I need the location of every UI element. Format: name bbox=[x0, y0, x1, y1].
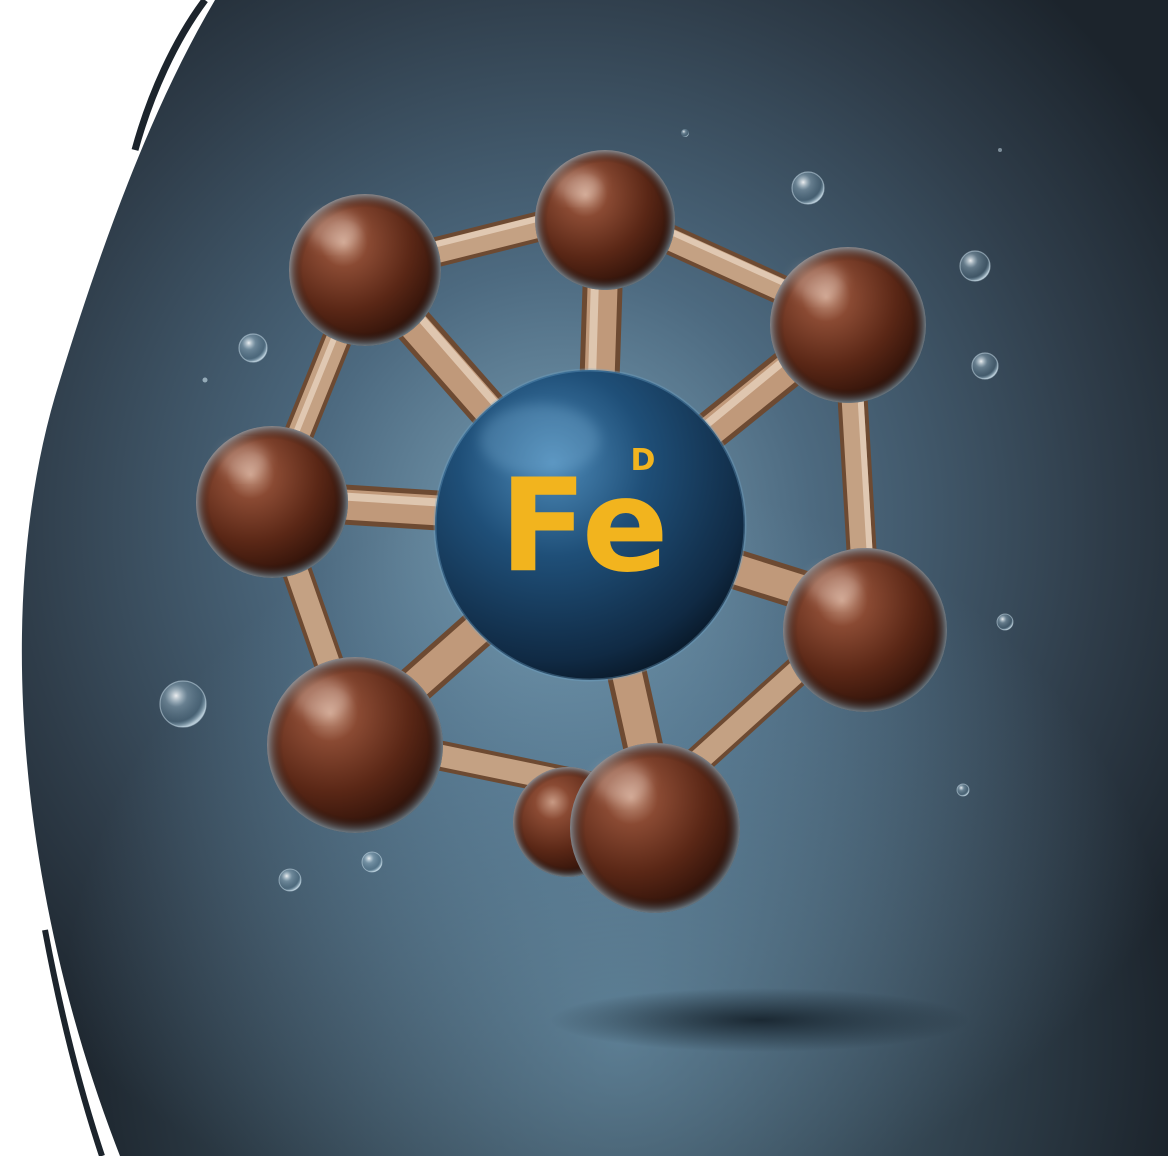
front-atoms bbox=[267, 657, 740, 913]
outer-atoms bbox=[196, 150, 947, 712]
element-symbol: Fe bbox=[499, 452, 668, 601]
center-atom: Fe D bbox=[433, 368, 747, 682]
bubble-icon bbox=[159, 129, 1014, 892]
element-superscript: D bbox=[631, 443, 656, 478]
